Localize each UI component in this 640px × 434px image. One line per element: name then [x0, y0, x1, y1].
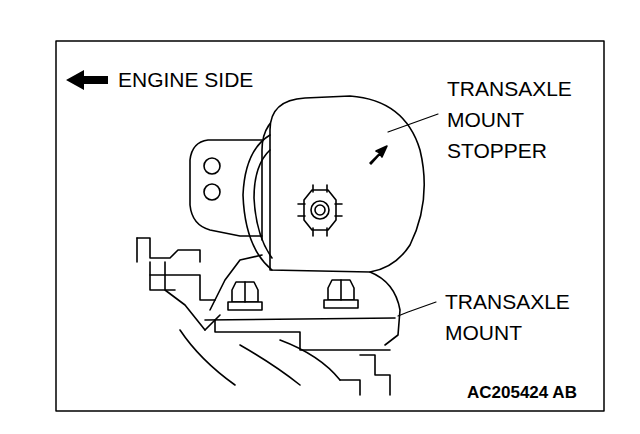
direction-label: ENGINE SIDE	[118, 64, 318, 95]
part-label: TRANSAXLE MOUNT STOPPER	[447, 73, 597, 166]
figure-code: AC205424 AB	[467, 383, 597, 403]
part-label: TRANSAXLE MOUNT	[445, 286, 595, 348]
